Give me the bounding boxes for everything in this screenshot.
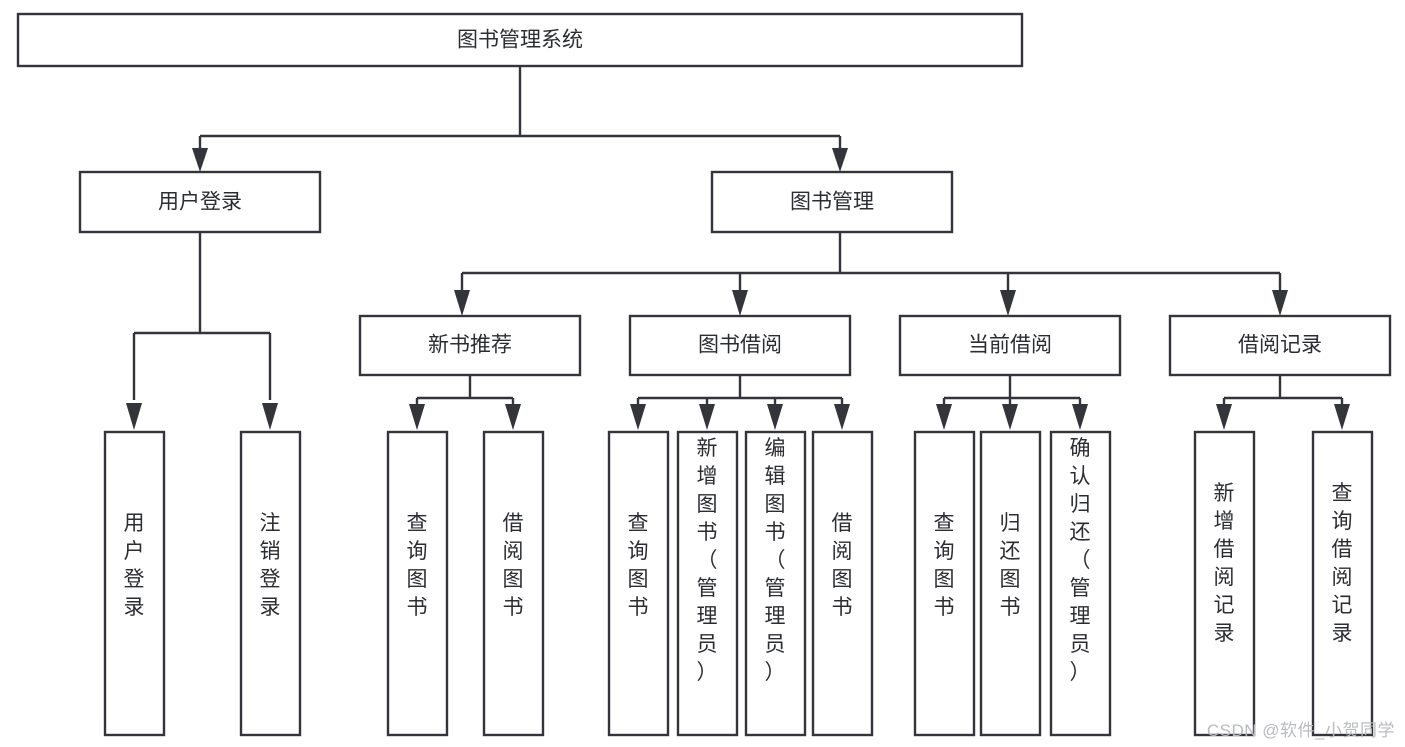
node-user-login[interactable]: 用户登录 bbox=[78, 170, 322, 234]
leaf-book-borrow-add[interactable]: 新增图书（管理员） bbox=[676, 430, 739, 737]
connector-root-trunk bbox=[192, 66, 848, 172]
leaf-new-book-query-label: 查询图书 bbox=[407, 512, 428, 619]
leaf-user-login-logout-label: 注销登录 bbox=[260, 512, 281, 619]
node-new-book-recommend[interactable]: 新书推荐 bbox=[358, 314, 582, 377]
leaf-current-borrow-confirm[interactable]: 确认归还（管理员） bbox=[1049, 430, 1112, 737]
node-book-management[interactable]: 图书管理 bbox=[710, 170, 954, 234]
node-current-borrow[interactable]: 当前借阅 bbox=[898, 314, 1122, 377]
node-borrow-record-label: 借阅记录 bbox=[1238, 334, 1322, 357]
leaf-user-login-login[interactable]: 用户登录 bbox=[103, 430, 166, 737]
leaf-borrow-record-add[interactable]: 新增借阅记录 bbox=[1193, 430, 1256, 737]
leaf-current-borrow-confirm-label: 确认归还（管理员） bbox=[1070, 437, 1091, 684]
leaf-new-book-borrow[interactable]: 借阅图书 bbox=[482, 430, 545, 737]
leaf-book-borrow-query-label: 查询图书 bbox=[628, 512, 649, 619]
leaf-book-borrow-borrow-label: 借阅图书 bbox=[832, 512, 853, 619]
leaf-current-borrow-query[interactable]: 查询图书 bbox=[913, 430, 976, 737]
connector-new-book-children bbox=[409, 375, 521, 430]
node-borrow-record[interactable]: 借阅记录 bbox=[1168, 314, 1392, 377]
connector-current-borrow-children bbox=[936, 375, 1088, 430]
connector-book-borrow-children bbox=[630, 375, 850, 430]
leaf-current-borrow-return[interactable]: 归还图书 bbox=[979, 430, 1042, 737]
node-book-borrow[interactable]: 图书借阅 bbox=[628, 314, 852, 377]
node-book-borrow-label: 图书借阅 bbox=[698, 334, 782, 357]
leaf-book-borrow-edit-label: 编辑图书（管理员） bbox=[765, 437, 786, 684]
leaf-borrow-record-query-label: 查询借阅记录 bbox=[1332, 482, 1353, 645]
leaf-new-book-query[interactable]: 查询图书 bbox=[386, 430, 449, 737]
leaf-user-login-logout[interactable]: 注销登录 bbox=[239, 430, 302, 737]
leaf-book-borrow-query[interactable]: 查询图书 bbox=[607, 430, 670, 737]
node-root-label: 图书管理系统 bbox=[457, 29, 583, 52]
node-user-login-label: 用户登录 bbox=[158, 191, 242, 214]
leaf-book-borrow-borrow[interactable]: 借阅图书 bbox=[811, 430, 874, 737]
leaf-book-borrow-add-label: 新增图书（管理员） bbox=[697, 437, 718, 684]
leaf-user-login-login-label: 用户登录 bbox=[124, 512, 145, 619]
leaf-new-book-borrow-label: 借阅图书 bbox=[503, 512, 524, 619]
node-new-book-recommend-label: 新书推荐 bbox=[428, 334, 512, 357]
leaf-current-borrow-query-label: 查询图书 bbox=[934, 512, 955, 619]
leaf-current-borrow-return-label: 归还图书 bbox=[1000, 512, 1021, 619]
node-current-borrow-label: 当前借阅 bbox=[968, 334, 1052, 357]
connector-book-mgmt-children bbox=[454, 232, 1288, 316]
connector-user-login-children bbox=[126, 232, 278, 430]
connector-borrow-record-children bbox=[1216, 375, 1350, 430]
leaf-borrow-record-query[interactable]: 查询借阅记录 bbox=[1311, 430, 1374, 737]
leaf-book-borrow-edit[interactable]: 编辑图书（管理员） bbox=[744, 430, 807, 737]
node-book-management-label: 图书管理 bbox=[790, 191, 874, 214]
csdn-watermark: CSDN @软件_小贺同学 bbox=[1206, 721, 1395, 740]
node-root-system[interactable]: 图书管理系统 bbox=[16, 12, 1024, 68]
leaf-borrow-record-add-label: 新增借阅记录 bbox=[1214, 482, 1235, 645]
